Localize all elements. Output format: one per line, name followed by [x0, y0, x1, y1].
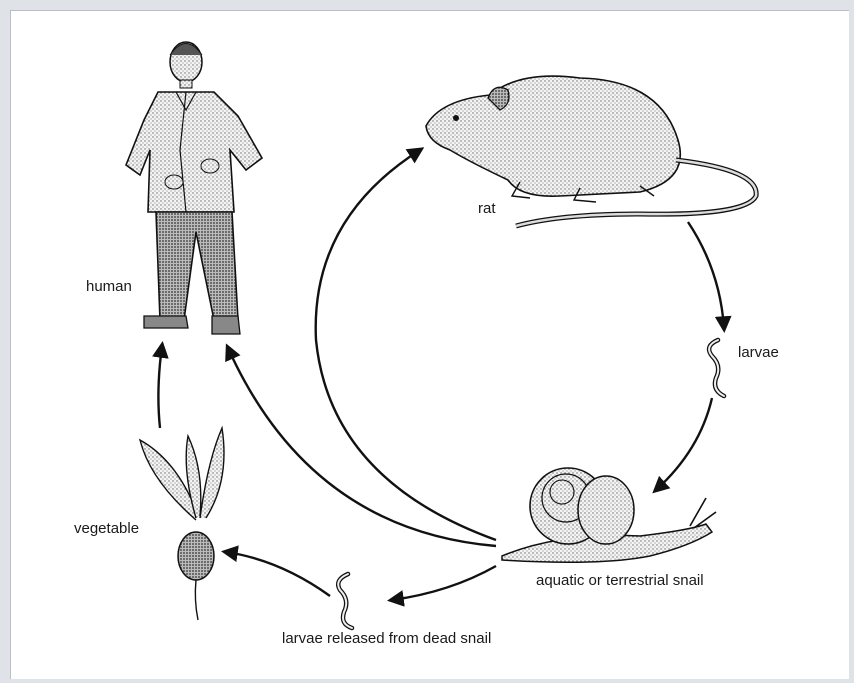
label-larvae: larvae	[738, 344, 779, 361]
arrow-vegetable-to-human	[158, 346, 162, 428]
vegetable-illustration	[140, 428, 224, 620]
arrow-rat-to-larvae	[688, 222, 724, 328]
label-snail: aquatic or terrestrial snail	[536, 572, 704, 589]
human-illustration	[126, 42, 262, 334]
arrow-snail-to-rat	[316, 150, 496, 540]
label-larvae-released: larvae released from dead snail	[282, 630, 491, 647]
label-human: human	[86, 278, 132, 295]
label-rat: rat	[478, 200, 496, 217]
cycle-arrows	[158, 150, 724, 600]
arrow-snail-to-human	[228, 348, 496, 546]
arrow-larvae-to-snail	[656, 398, 712, 490]
rat-illustration	[426, 76, 756, 226]
snail-illustration	[502, 468, 716, 562]
label-vegetable: vegetable	[74, 520, 139, 537]
arrow-snail-to-released-larvae	[392, 566, 496, 600]
arrow-larvae-to-vegetable	[226, 552, 330, 596]
